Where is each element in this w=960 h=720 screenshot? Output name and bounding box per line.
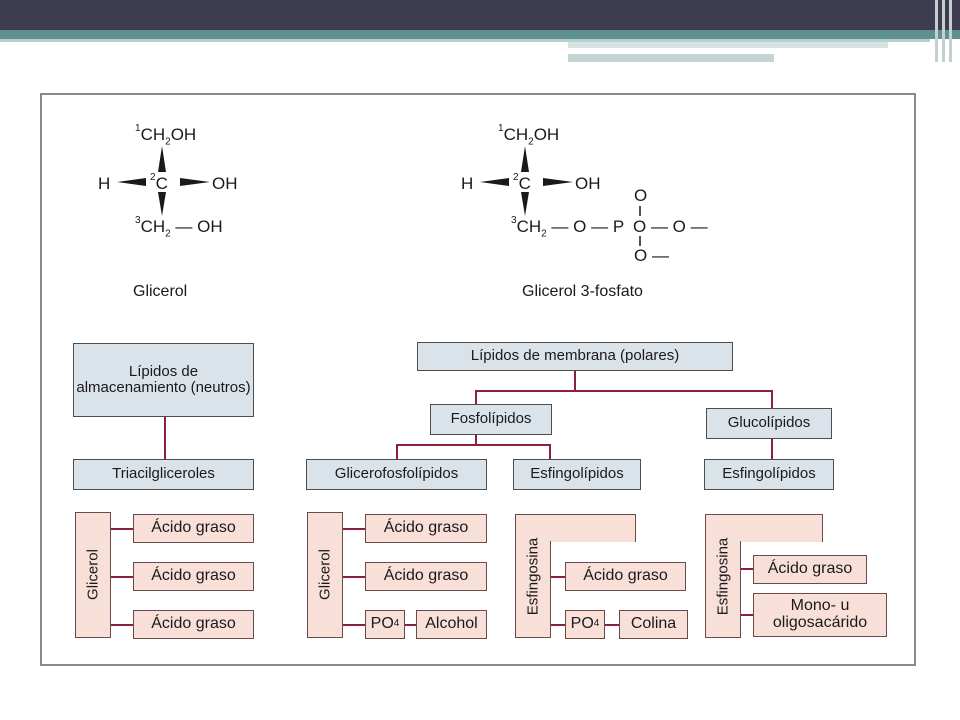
g3p-h: H [461,174,474,193]
g3p-oh: OH [575,174,601,193]
fatty-acid-block: Ácido graso [753,555,867,584]
alcohol-block: Alcohol [416,610,487,639]
connector-line [396,444,398,460]
slide-accent-bar [568,54,774,62]
connector-line [771,390,773,408]
g3p-o-bottom: O — [634,246,669,265]
connector-line [549,444,551,460]
sphingosine-backbone [515,541,551,638]
fatty-acid-block: Ácido graso [565,562,686,591]
sphingosine-top [705,514,823,542]
glicerol-h: H [98,174,111,193]
connector-line [111,576,133,578]
sphingosine-top [515,514,636,542]
node-glycolipids: Glucolípidos [706,408,832,439]
connector-line [771,438,773,460]
fatty-acid-block: Ácido graso [365,514,487,543]
node-sphingolipids: Esfingolípidos [513,459,641,490]
g3p-caption: Glicerol 3-fosfato [522,283,643,300]
slide-edge-line [935,0,938,62]
connector-line [111,624,133,626]
sphingosine-label: Esfingosina [714,537,732,616]
g3p-c3: 3CH2 — O — P [511,215,625,240]
sphingosine-backbone [705,541,741,638]
node-triacylglycerols: Triacilgliceroles [73,459,254,490]
bond-up-wedge [521,146,529,172]
glicerol-c1: 1CH2OH [135,123,197,148]
connector-line [396,444,551,446]
connector-line [164,416,166,460]
glycerol-backbone [75,512,111,638]
node-glycerophospholipids: Glicerofosfolípidos [306,459,487,490]
connector-line [405,624,416,626]
choline-block: Colina [619,610,688,639]
connector-line [475,390,477,405]
bond-down-wedge [521,192,529,216]
fatty-acid-block: Ácido graso [133,514,254,543]
bond-left-wedge [117,178,146,186]
node-storage-lipids: Lípidos de almacenamiento (neutros) [73,343,254,417]
g3p-o-top: O [634,186,648,205]
bond-right-wedge [180,178,210,186]
g3p-o-mid: O — O — [633,217,708,236]
slide-edge-line [942,0,945,62]
glicerol-c2: 2C [150,172,168,193]
connector-line [343,624,365,626]
connector-line [343,528,365,530]
connector-line [111,528,133,530]
connector-line [741,568,753,570]
fatty-acid-block: Ácido graso [365,562,487,591]
slide-teal-stripe [0,30,960,39]
bond-left-wedge [480,178,509,186]
connector-line [551,624,565,626]
node-membrane-lipids: Lípidos de membrana (polares) [417,342,733,371]
g3p-c2: 2C [513,172,531,193]
glycerol-backbone-label: Glicerol [316,549,334,600]
fatty-acid-block: Ácido graso [133,562,254,591]
bond-right-wedge [543,178,573,186]
glicerol-c3: 3CH2 — OH [135,215,223,240]
connector-line [551,576,565,578]
glicerol-oh: OH [212,174,238,193]
bond-down-wedge [158,192,166,216]
connector-line [574,370,576,390]
sphingosine-label: Esfingosina [524,537,542,616]
node-sphingolipids-glyco: Esfingolípidos [704,459,834,490]
node-phospholipids: Fosfolípidos [430,404,552,435]
connector-line [605,624,619,626]
saccharide-block: Mono- u oligosacárido [753,593,887,637]
bond-up-wedge [158,146,166,172]
connector-line [343,576,365,578]
g3p-c1: 1CH2OH [498,123,560,148]
slide-light-stripe [0,39,930,42]
glycerol-backbone [307,512,343,638]
slide-edge-line [949,0,952,62]
fatty-acid-block: Ácido graso [133,610,254,639]
glicerol-caption: Glicerol [133,283,188,300]
connector-line [741,614,753,616]
connector-line [475,390,772,392]
slide-top-bar [0,0,960,30]
slide-accent-bar [568,42,888,48]
connector-line [475,434,477,444]
glycerol-backbone-label: Glicerol [84,549,102,600]
